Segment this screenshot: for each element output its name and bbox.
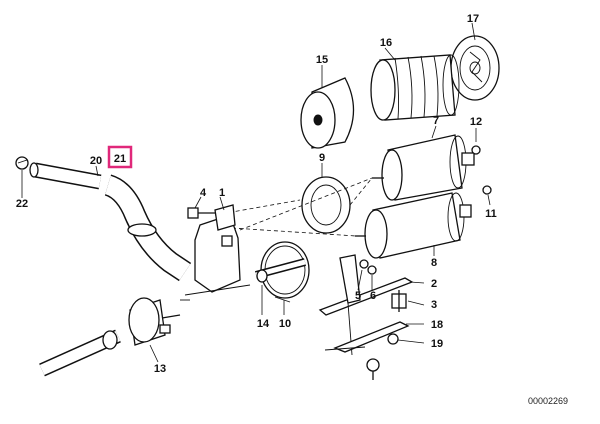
callout-6[interactable]: 6 (370, 290, 376, 302)
callout-17[interactable]: 17 (467, 13, 479, 25)
part-18-lower-bracket[interactable] (324, 321, 410, 380)
callout-4[interactable]: 4 (200, 187, 207, 199)
part-7-filter-upper[interactable] (372, 134, 475, 201)
part-11-12-hose[interactable] (471, 137, 515, 195)
callout-11[interactable]: 11 (485, 208, 497, 220)
callout-7[interactable]: 7 (433, 115, 439, 127)
part-15-damper[interactable] (300, 77, 355, 149)
callout-labels: 17 16 15 7 12 9 20 21 4 1 22 11 8 2 5 6 … (16, 13, 497, 375)
part-17-end-cap[interactable] (450, 35, 500, 101)
part-5-6-nuts[interactable] (359, 259, 377, 275)
callout-22[interactable]: 22 (16, 198, 28, 210)
part-21-hose-elbow[interactable] (104, 174, 192, 282)
callout-9[interactable]: 9 (319, 152, 325, 164)
part-9-ring[interactable] (301, 176, 351, 234)
reference-code: 00002269 (528, 396, 568, 406)
part-3-mount[interactable] (391, 290, 407, 312)
part-13-pump[interactable] (39, 297, 181, 377)
callout-14[interactable]: 14 (257, 318, 270, 330)
part-4-bolt[interactable] (187, 207, 216, 219)
callout-20[interactable]: 20 (90, 155, 102, 167)
callout-16[interactable]: 16 (380, 37, 392, 49)
callout-8[interactable]: 8 (431, 257, 437, 269)
callout-3[interactable]: 3 (431, 299, 437, 311)
callout-10[interactable]: 10 (279, 318, 291, 330)
callout-2[interactable]: 2 (431, 278, 437, 290)
part-16-bellows[interactable] (370, 54, 460, 121)
part-20-hose[interactable] (29, 162, 102, 190)
callout-21[interactable]: 21 (114, 153, 126, 165)
callout-19[interactable]: 19 (431, 338, 443, 350)
highlight-box-21 (107, 145, 133, 169)
callout-18[interactable]: 18 (431, 319, 443, 331)
part-8-filter-lower[interactable] (355, 192, 472, 259)
callout-12[interactable]: 12 (470, 116, 482, 128)
callout-15[interactable]: 15 (316, 54, 328, 66)
callout-13[interactable]: 13 (154, 363, 166, 375)
leader-lines (21, 22, 491, 363)
part-22-clip[interactable] (15, 156, 29, 170)
callout-5[interactable]: 5 (355, 290, 361, 302)
part-19-nut[interactable] (387, 333, 399, 345)
part-14-sleeve[interactable] (254, 258, 307, 283)
part-1-bracket[interactable] (180, 204, 251, 301)
callout-1[interactable]: 1 (219, 187, 225, 199)
